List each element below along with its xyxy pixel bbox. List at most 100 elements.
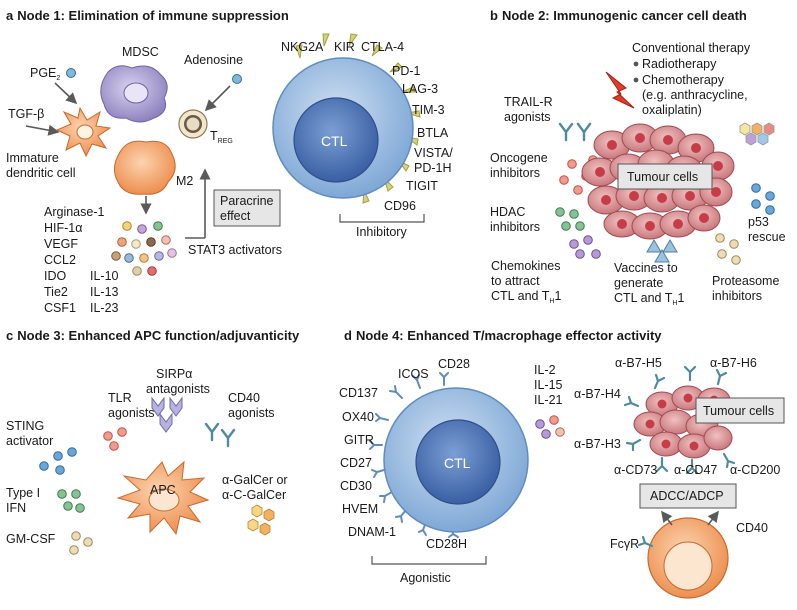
svg-text:CD28H: CD28H: [426, 537, 467, 551]
vaccines-label-3: CTL and TH1: [614, 291, 684, 307]
apc-label: APC: [150, 483, 176, 497]
fcgr-icon: [637, 535, 654, 548]
treg-label: TREG: [210, 129, 233, 145]
svg-text:CD96: CD96: [384, 199, 416, 213]
paracrine-label-1: Paracrine: [220, 194, 274, 208]
factor-molecules: [111, 221, 177, 276]
tumour-antibody-icons: [623, 365, 736, 475]
tlr-molecules: [103, 427, 127, 451]
cd40-label-d: CD40: [736, 521, 768, 535]
svg-text:HIF-1α: HIF-1α: [44, 221, 82, 235]
macrophage-cell: [647, 517, 729, 599]
tumour-cluster-b: [581, 123, 735, 240]
il-molecules: [535, 415, 565, 439]
proteasome-molecules: [715, 233, 741, 265]
ab-b7h4-label: α-B7-H4: [574, 387, 621, 401]
mdsc-cell: [100, 65, 168, 123]
p53-label-2: rescue: [748, 230, 786, 244]
proteasome-label-2: inhibitors: [712, 289, 762, 303]
cd40-agonist-label-1: CD40: [228, 391, 260, 405]
svg-text:VEGF: VEGF: [44, 237, 78, 251]
trail-label-1: TRAIL-R: [504, 95, 553, 109]
galcer-label-2: α-C-GalCer: [222, 488, 286, 502]
ab-cd200-label: α-CD200: [730, 463, 780, 477]
svg-text:DNAM-1: DNAM-1: [348, 525, 396, 539]
mdsc-label: MDSC: [122, 45, 159, 59]
vaccines-label-2: generate: [614, 276, 663, 290]
svg-text:CCL2: CCL2: [44, 253, 76, 267]
chemokines-label-3: CTL and TH1: [491, 289, 561, 305]
sting-molecules: [39, 447, 77, 475]
sting-label-1: STING: [6, 419, 44, 433]
ctl-d-label: CTL: [444, 455, 471, 471]
svg-text:CD28: CD28: [438, 357, 470, 371]
adenosine-molecule: [232, 74, 242, 84]
adcc-box: [639, 483, 737, 509]
paracrine-label-2: effect: [220, 209, 251, 223]
chemo-eg-label-1: (e.g. anthracycline,: [642, 88, 748, 102]
galcer-label-1: α-GalCer or: [222, 473, 288, 487]
gmcsf-molecules: [69, 531, 93, 555]
svg-text:IL-13: IL-13: [90, 285, 119, 299]
svg-text:BTLA: BTLA: [417, 126, 449, 140]
inhibitory-bracket: [339, 214, 425, 223]
tumour-box-b: [617, 163, 713, 190]
svg-text:IL-21: IL-21: [534, 393, 563, 407]
conv-therapy-label: Conventional therapy: [632, 41, 751, 55]
immature-dendritic-cell: [55, 106, 112, 158]
svg-text:IDO: IDO: [44, 269, 67, 283]
agonistic-label: Agonistic: [400, 571, 451, 585]
hdac-label-2: inhibitors: [490, 220, 540, 234]
treg-cell: [178, 109, 208, 139]
type1-ifn-label-2: IFN: [6, 501, 26, 515]
svg-text:CD30: CD30: [340, 479, 372, 493]
chemotherapy-label: Chemotherapy: [642, 73, 725, 87]
inhibitory-label: Inhibitory: [356, 225, 407, 239]
chemokine-molecules: [569, 235, 601, 259]
galcer-hexagons: [247, 504, 275, 536]
trail-antibody-icons: [558, 122, 592, 142]
svg-text:TIM-3: TIM-3: [412, 103, 445, 117]
sirpa-label-1: SIRPα: [156, 367, 192, 381]
tumour-label-b: Tumour cells: [627, 170, 698, 184]
svg-text:CSF1: CSF1: [44, 301, 76, 315]
svg-text:IL-2: IL-2: [534, 363, 556, 377]
svg-text:CD137: CD137: [339, 386, 378, 400]
ctl-cell-d: CTL: [369, 372, 529, 538]
paracrine-box: [213, 189, 281, 227]
inhibitory-receptor-labels: CTLA-4 PD-1 LAG-3 TIM-3 BTLA VISTA/ PD-1…: [361, 40, 453, 213]
type1-ifn-label-1: Type I: [6, 486, 40, 500]
hdac-label-1: HDAC: [490, 205, 525, 219]
agonistic-bracket: [371, 556, 487, 565]
proteasome-label-1: Proteasome: [712, 274, 779, 288]
receptor-nkg2a: NKG2A: [281, 40, 324, 54]
tumour-label-d: Tumour cells: [703, 404, 774, 418]
chemokines-label-2: to attract: [491, 274, 540, 288]
lightning-icon: [605, 71, 635, 109]
ab-b7h6-label: α-B7-H6: [710, 356, 757, 370]
sirpa-antagonist-icons: [151, 396, 183, 433]
pge2-molecule: [66, 68, 76, 78]
tgfb-label: TGF-β: [8, 107, 44, 121]
pge2-label: PGE2: [30, 66, 60, 82]
tumour-box-d: [695, 397, 785, 424]
svg-text:Arginase-1: Arginase-1: [44, 205, 104, 219]
adenosine-label: Adenosine: [184, 53, 243, 67]
svg-text:Tie2: Tie2: [44, 285, 68, 299]
ab-cd73-label: α-CD73: [614, 463, 657, 477]
svg-text:LAG-3: LAG-3: [402, 82, 438, 96]
svg-text:CTLA-4: CTLA-4: [361, 40, 404, 54]
fcgr-label: FcγR: [610, 537, 639, 551]
p53-label-1: p53: [748, 215, 769, 229]
oncogene-label-1: Oncogene: [490, 151, 548, 165]
svg-text:OX40: OX40: [342, 410, 374, 424]
m2-macrophage: [114, 140, 176, 195]
